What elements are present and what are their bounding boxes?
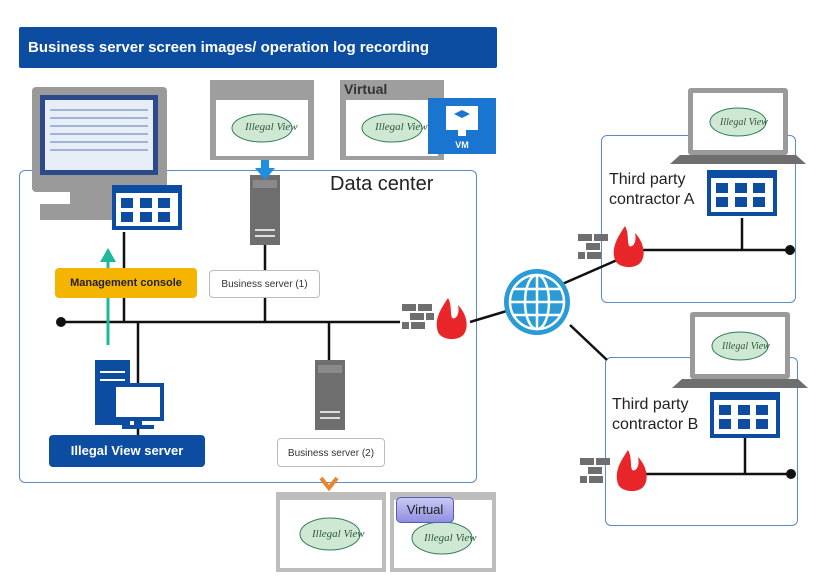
svg-text:Illegal View: Illegal View (374, 121, 428, 133)
svg-text:Illegal View: Illegal View (311, 528, 365, 540)
data-center-box (19, 170, 477, 483)
business-server-2-label: Business server (2) (277, 438, 385, 467)
svg-text:Illegal View: Illegal View (423, 532, 477, 544)
agent-window-icon-contractor-b (710, 392, 780, 438)
contractor-b-label: Third party contractor B (612, 396, 699, 433)
screen-image-thumbnail-bottom-1: Illegal View (276, 492, 386, 572)
contractor-a-label: Third party contractor A (609, 171, 695, 208)
business-server-2-icon (315, 360, 345, 430)
illegal-view-server-label: Illegal View server (49, 435, 205, 467)
svg-text:Illegal View: Illegal View (721, 341, 770, 352)
capture-arrow-icon (255, 158, 275, 180)
virtual-tag-bottom: Virtual (396, 497, 454, 523)
data-center-label: Data center (330, 173, 434, 195)
firewall-icon-contractor-a (578, 226, 644, 268)
internet-globe-icon (504, 269, 570, 335)
business-server-1-label: Business server (1) (209, 270, 320, 298)
virtual-tag-top: Virtual (344, 81, 388, 97)
agent-window-icon-contractor-a (707, 170, 777, 216)
vm-badge-label: VM (428, 140, 496, 150)
laptop-icon-contractor-b: Illegal View (672, 312, 808, 388)
chevron-down-icon (319, 476, 339, 492)
svg-text:Illegal View: Illegal View (719, 117, 768, 128)
firewall-icon (402, 298, 467, 340)
illegal-view-server-icon (95, 360, 164, 429)
laptop-icon-contractor-a: Illegal View (670, 88, 806, 164)
management-console-label: Management console (55, 268, 197, 298)
svg-text:Illegal View: Illegal View (244, 121, 298, 133)
agent-window-icon (112, 185, 182, 230)
pc-monitor-icon (32, 87, 167, 220)
business-server-1-icon (250, 175, 280, 245)
virtual-screen-thumbnail: Illegal View (340, 80, 444, 160)
title-banner: Business server screen images/ operation… (19, 27, 497, 68)
screen-image-thumbnail: Illegal View (210, 80, 314, 160)
firewall-icon-contractor-b (580, 450, 647, 492)
